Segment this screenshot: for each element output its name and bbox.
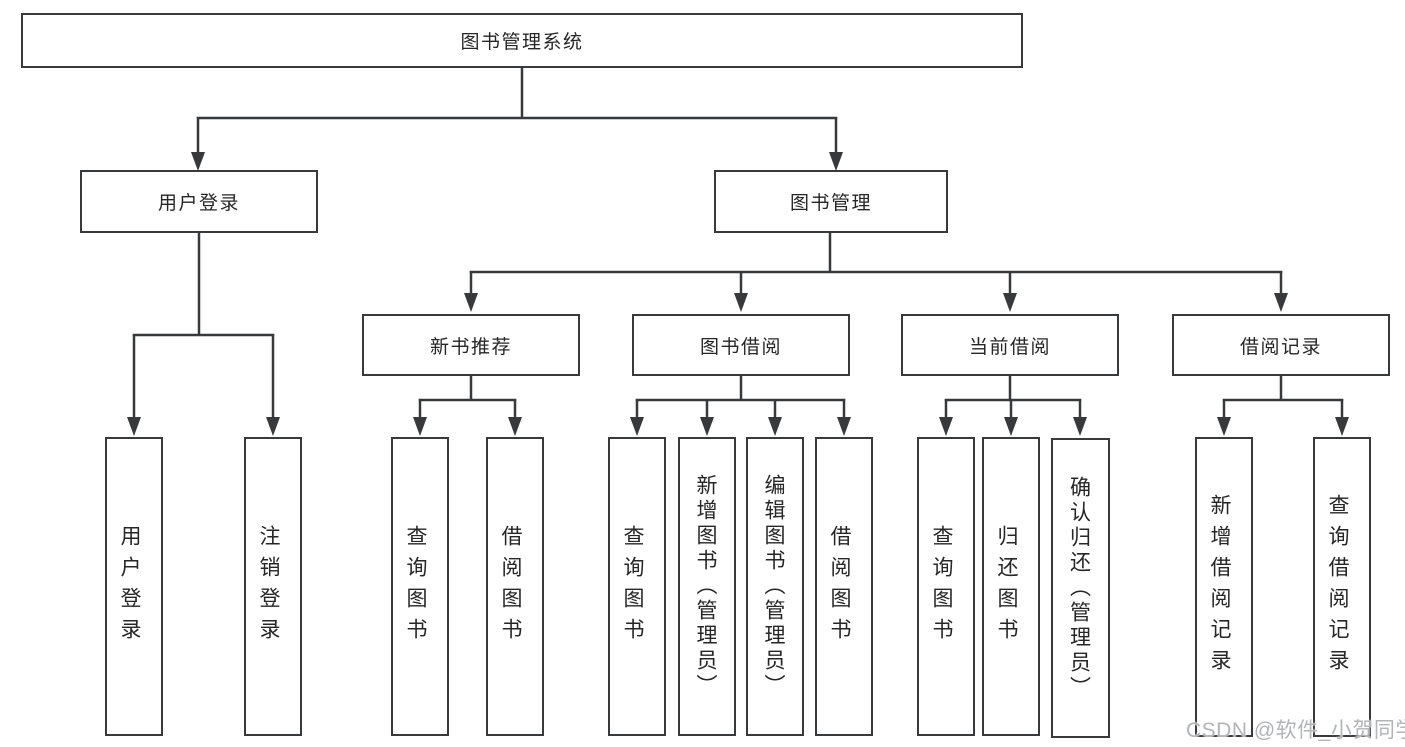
node-label: 归还图书 (995, 524, 1019, 649)
node-label: 查询图书 (930, 524, 954, 649)
leaf-query-book-2: 查询图书 (608, 437, 666, 736)
node-user-login-branch: 用户登录 (80, 170, 318, 233)
leaf-logout: 注销登录 (244, 437, 302, 736)
leaf-query-book-3: 查询图书 (917, 437, 975, 736)
node-label: 编辑图书（管理员） (762, 474, 786, 699)
node-borrow-record: 借阅记录 (1172, 314, 1390, 376)
node-label: 查询借阅记录 (1326, 494, 1350, 680)
arrowheads (127, 152, 1349, 436)
leaf-confirm-return-admin: 确认归还（管理员） (1051, 438, 1110, 738)
leaf-edit-book-admin: 编辑图书（管理员） (746, 437, 804, 736)
node-label: 借阅图书 (499, 524, 523, 649)
leaf-add-book-admin: 新增图书（管理员） (678, 437, 736, 736)
leaf-query-book-1: 查询图书 (391, 437, 449, 736)
node-label: 图书借阅 (699, 336, 782, 358)
leaf-add-borrow-record: 新增借阅记录 (1195, 437, 1253, 737)
leaf-return-book: 归还图书 (982, 437, 1040, 736)
node-label: 新书推荐 (429, 336, 512, 358)
node-label: 当前借阅 (968, 336, 1051, 358)
node-book-borrow: 图书借阅 (632, 314, 850, 376)
node-label: 用户登录 (157, 193, 240, 214)
leaf-borrow-book-2: 借阅图书 (815, 437, 873, 736)
node-label: 图书管理系统 (460, 32, 584, 53)
leaf-user-login: 用户登录 (105, 437, 163, 736)
node-label: 借阅记录 (1239, 336, 1322, 358)
node-label: 图书管理 (789, 193, 872, 214)
csdn-watermark: CSDN @软件_小贺同学 (1186, 719, 1405, 742)
leaf-query-borrow-record: 查询借阅记录 (1313, 437, 1371, 737)
node-current-borrow: 当前借阅 (901, 314, 1119, 376)
node-label: 确认归还（管理员） (1067, 475, 1091, 701)
node-new-book-recommend: 新书推荐 (362, 314, 580, 376)
node-label: 查询图书 (404, 524, 428, 649)
node-label: 新增图书（管理员） (694, 474, 718, 699)
node-library-management-system: 图书管理系统 (21, 13, 1023, 68)
node-label: 用户登录 (118, 524, 142, 649)
node-label: 注销登录 (257, 524, 281, 649)
node-book-management-branch: 图书管理 (714, 170, 948, 233)
node-label: 查询图书 (621, 524, 645, 649)
node-label: 新增借阅记录 (1208, 494, 1232, 680)
leaf-borrow-book-1: 借阅图书 (486, 437, 544, 736)
node-label: 借阅图书 (828, 524, 852, 649)
